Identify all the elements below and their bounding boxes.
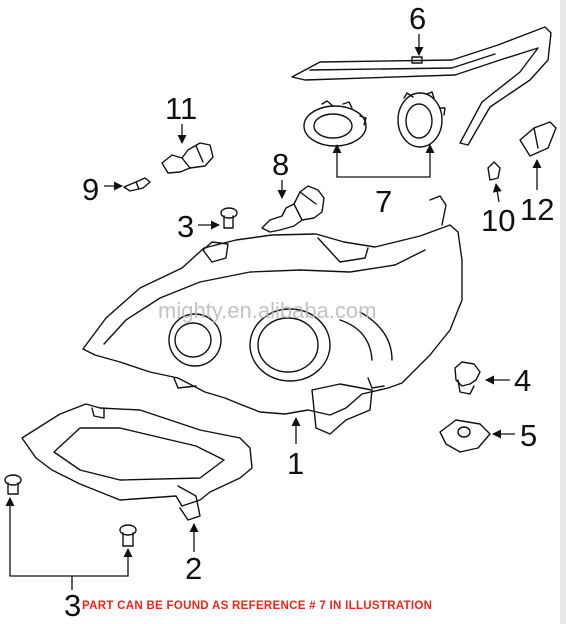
- leader-7-left: [332, 144, 384, 178]
- callout-12: 12: [520, 192, 555, 227]
- callout-2: 2: [185, 551, 203, 586]
- bulb-seal-right: [397, 91, 446, 148]
- main-bulb: [261, 185, 325, 233]
- callout-7: 7: [375, 184, 393, 219]
- reference-footnote: PART CAN BE FOUND AS REFERENCE # 7 IN IL…: [82, 600, 433, 612]
- small-lamp: [123, 177, 151, 192]
- callout-1: 1: [287, 446, 305, 481]
- leader-3-lower-left: [5, 497, 73, 590]
- bulb-socket: [161, 142, 214, 174]
- callout-6: 6: [409, 1, 427, 36]
- callout-3-lower: 3: [64, 588, 82, 623]
- small-bulb: [487, 161, 501, 181]
- leader-7-right: [384, 144, 435, 178]
- watermark-text: mighty.en.alibaba.com: [158, 298, 377, 323]
- bracket-nut: [454, 361, 481, 395]
- side-marker-socket: [519, 121, 557, 157]
- right-edge-bar: [560, 0, 566, 624]
- mounting-bracket: [21, 403, 253, 521]
- screw-lower-right: [119, 524, 137, 547]
- callout-10: 10: [481, 203, 516, 238]
- headlight-trim-strip: [291, 26, 552, 146]
- screw-lower-left: [4, 474, 22, 495]
- callout-4: 4: [514, 363, 532, 398]
- headlight-housing: [82, 195, 463, 435]
- callout-5: 5: [520, 418, 538, 453]
- callout-3-upper: 3: [177, 209, 195, 244]
- callout-9: 9: [82, 172, 100, 207]
- clip-nut: [439, 419, 491, 453]
- callout-8: 8: [272, 147, 290, 182]
- leader-3-lower-right: [72, 548, 133, 577]
- bulb-seal-left: [303, 100, 367, 147]
- leader-10: [492, 183, 502, 203]
- screw-upper: [220, 207, 238, 229]
- callout-11: 11: [165, 91, 198, 126]
